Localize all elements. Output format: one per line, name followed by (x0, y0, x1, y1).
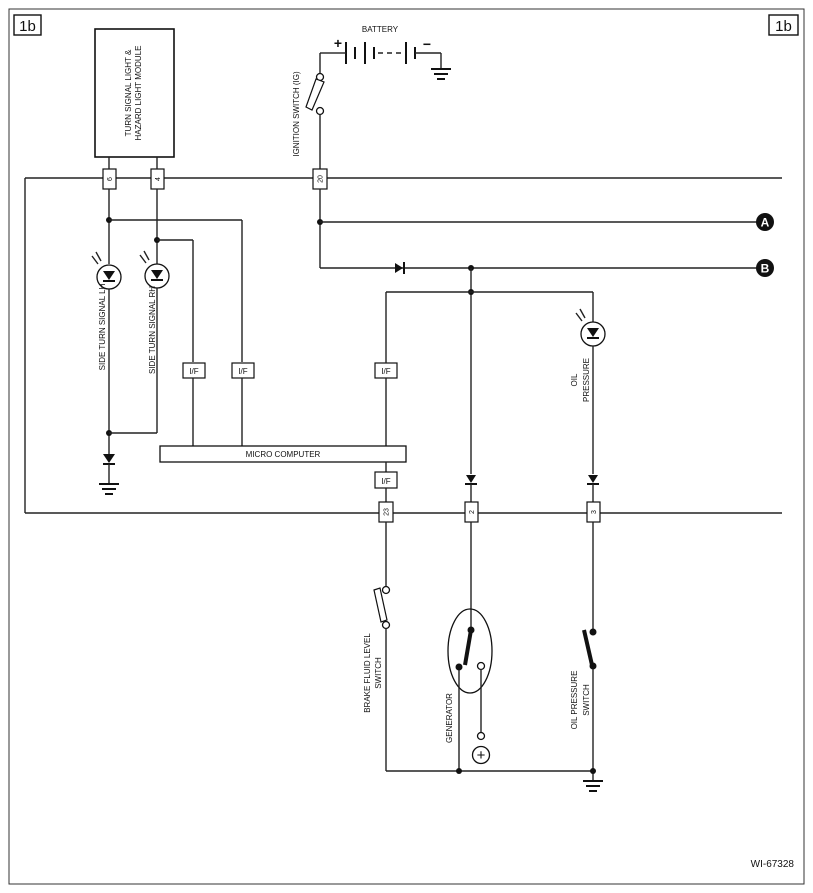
generator-terminal-plus: + (477, 747, 486, 764)
battery-plus-sign: + (334, 35, 342, 51)
turn-signal-module: TURN SIGNAL LIGHT & HAZARD LIGHT MODULE (94, 28, 175, 158)
interface-box-4: I/F (374, 471, 398, 489)
terminal-a: A (756, 213, 774, 231)
terminal-b: B (756, 259, 774, 277)
ignition-switch: IGNITION SWITCH (IG) (292, 71, 325, 157)
page-tag-left-label: 1b (19, 18, 36, 35)
connector-pin-3: 3 (586, 501, 601, 523)
pin-6-label: 6 (107, 177, 114, 181)
module-label-line1: TURN SIGNAL LIGHT & (124, 49, 133, 136)
side-turn-lh-bulb: SIDE TURN SIGNAL LH (91, 251, 122, 370)
pin-4-label: 4 (155, 177, 162, 181)
oil-pressure-lamp-label-line2: PRESSURE (582, 358, 591, 402)
interface-box-3-label: I/F (381, 367, 390, 376)
connector-pin-6: 6 (102, 168, 117, 190)
terminal-b-label: B (761, 262, 770, 276)
battery-label: BATTERY (362, 25, 399, 34)
side-turn-rh-bulb: SIDE TURN SIGNAL RH (139, 250, 170, 374)
pin-23-label: 23 (384, 508, 391, 516)
interface-box-1: I/F (182, 362, 206, 379)
generator-label: GENERATOR (445, 693, 454, 743)
brake-fluid-level-switch: BRAKE FLUID LEVEL SWITCH (363, 585, 391, 713)
page-tag-left: 1b (13, 14, 42, 36)
pin-2-label: 2 (469, 510, 476, 514)
oil-pressure-switch-label-line1: OIL PRESSURE (570, 671, 579, 730)
micro-computer-label: MICRO COMPUTER (246, 450, 321, 459)
interface-box-3: I/F (374, 362, 398, 379)
page-tag-right: 1b (768, 14, 799, 36)
diode-pin-3 (587, 475, 599, 485)
oil-pressure-switch: OIL PRESSURE SWITCH (570, 628, 597, 730)
side-turn-lh-label: SIDE TURN SIGNAL LH (98, 283, 107, 370)
interface-box-4-label: I/F (381, 477, 390, 486)
module-label-line2: HAZARD LIGHT MODULE (134, 46, 143, 141)
pin-20-label: 20 (318, 175, 325, 183)
interface-box-2: I/F (231, 362, 255, 379)
battery-minus-sign: − (423, 36, 431, 52)
oil-pressure-lamp-label-line1: OIL (570, 373, 579, 386)
brake-fluid-switch-label-line1: BRAKE FLUID LEVEL (363, 633, 372, 713)
meter-enclosure (24, 177, 782, 514)
ground-lh (99, 454, 119, 495)
interface-box-1-label: I/F (189, 367, 198, 376)
battery: BATTERY + − (330, 25, 451, 80)
ground-bottom (583, 780, 603, 792)
oil-pressure-switch-label-line2: SWITCH (582, 684, 591, 716)
generator: + GENERATOR (445, 608, 493, 765)
micro-computer: MICRO COMPUTER (159, 445, 407, 463)
figure-id: WI-67328 (751, 859, 795, 870)
side-turn-rh-label: SIDE TURN SIGNAL RH (148, 286, 157, 374)
page-tag-right-label: 1b (775, 18, 792, 35)
interface-box-2-label: I/F (238, 367, 247, 376)
connector-pin-2: 2 (464, 501, 479, 523)
brake-fluid-switch-label-line2: SWITCH (374, 657, 383, 689)
diode-pin-2 (465, 475, 477, 485)
connector-pin-4: 4 (150, 168, 165, 190)
pin-3-label: 3 (591, 510, 598, 514)
diode (395, 262, 405, 274)
connector-pin-20: 20 (312, 168, 328, 190)
oil-pressure-lamp: OIL PRESSURE (570, 308, 606, 402)
page-frame (8, 8, 805, 885)
connector-pin-23: 23 (378, 501, 394, 523)
ignition-switch-label: IGNITION SWITCH (IG) (292, 71, 301, 157)
terminal-a-label: A (761, 216, 770, 230)
